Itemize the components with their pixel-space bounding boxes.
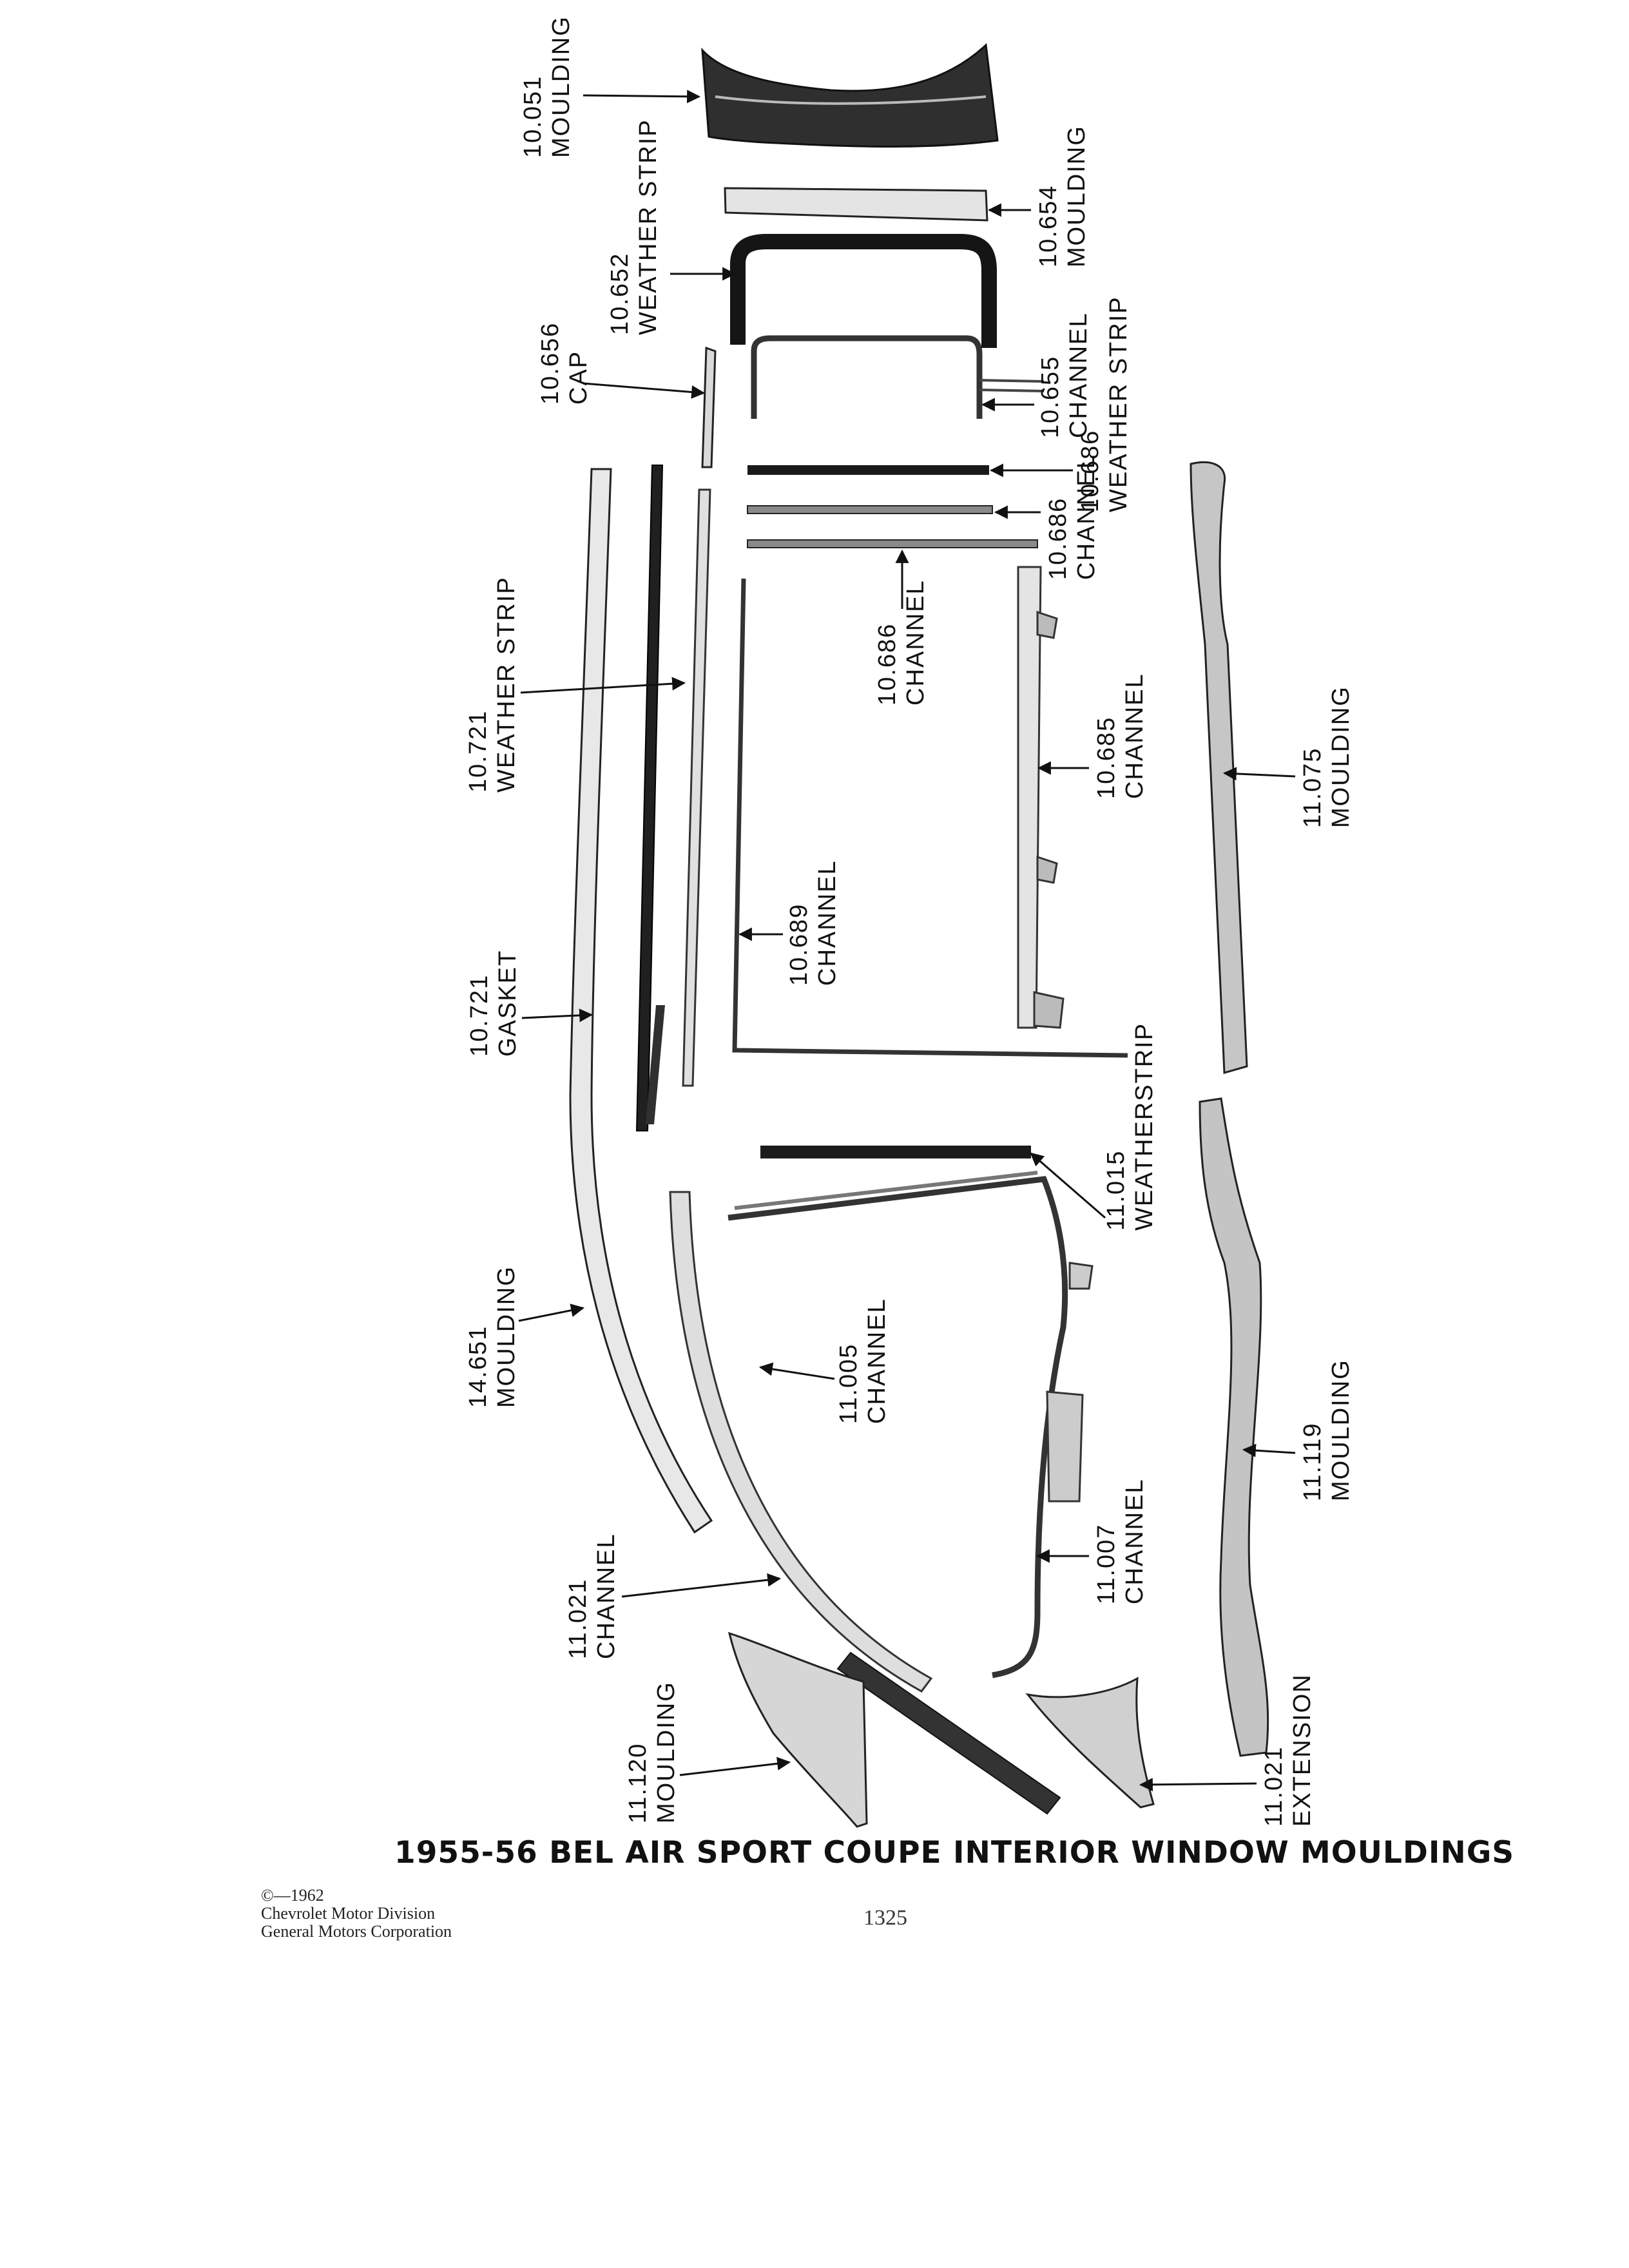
leader-10721-gk — [521, 1008, 593, 1023]
leader-11021-ex — [1139, 1778, 1257, 1792]
leader-11005 — [758, 1362, 835, 1380]
part-10051-moulding — [701, 43, 999, 148]
part-10656-cap — [701, 346, 717, 468]
footer-credits: ©—1962 Chevrolet Motor Division General … — [261, 1887, 452, 1941]
part-11021-extension — [1025, 1677, 1155, 1809]
part-10654-moulding — [724, 187, 988, 222]
part-11007-channel — [728, 1176, 1068, 1678]
part-11120-moulding — [728, 1631, 868, 1828]
part-10686-channel-lower — [747, 539, 1038, 548]
leader-11015 — [1030, 1152, 1106, 1219]
page-number: 1325 — [863, 1906, 907, 1930]
leader-14651 — [518, 1303, 585, 1322]
leader-11021-ch — [621, 1573, 782, 1598]
leader-11119 — [1242, 1443, 1296, 1457]
footer-corporation: General Motors Corporation — [261, 1922, 452, 1941]
part-11119-moulding — [1199, 1097, 1269, 1757]
part-10652-weather-strip — [730, 234, 997, 348]
part-10721-gasket-strip — [646, 1005, 665, 1124]
leader-10051 — [583, 90, 701, 104]
part-long-channel — [682, 488, 711, 1087]
leader-11120 — [679, 1756, 791, 1776]
part-11075-moulding — [1190, 461, 1248, 1074]
leader-10656 — [583, 382, 706, 399]
leader-10721-ws — [520, 677, 686, 694]
leader-11075 — [1222, 767, 1296, 781]
part-10686-weather-strip — [747, 465, 989, 475]
part-10686-channel-upper — [747, 505, 993, 514]
part-10721-weather-strip — [635, 465, 664, 1131]
diagram-title: 1955-56 BEL AIR SPORT COUPE INTERIOR WIN… — [394, 1835, 1515, 1870]
part-10689-channel — [732, 578, 1128, 1058]
part-11021-channel — [836, 1651, 1061, 1815]
part-10655-channel — [751, 335, 983, 419]
part-11015-weatherstrip — [760, 1146, 1031, 1158]
part-14651-moulding — [569, 468, 713, 1534]
part-11005-channel — [669, 1191, 933, 1693]
footer-division: Chevrolet Motor Division — [261, 1904, 436, 1923]
part-10685-channel — [1017, 566, 1042, 1029]
footer-copyright: ©—1962 — [261, 1886, 324, 1905]
